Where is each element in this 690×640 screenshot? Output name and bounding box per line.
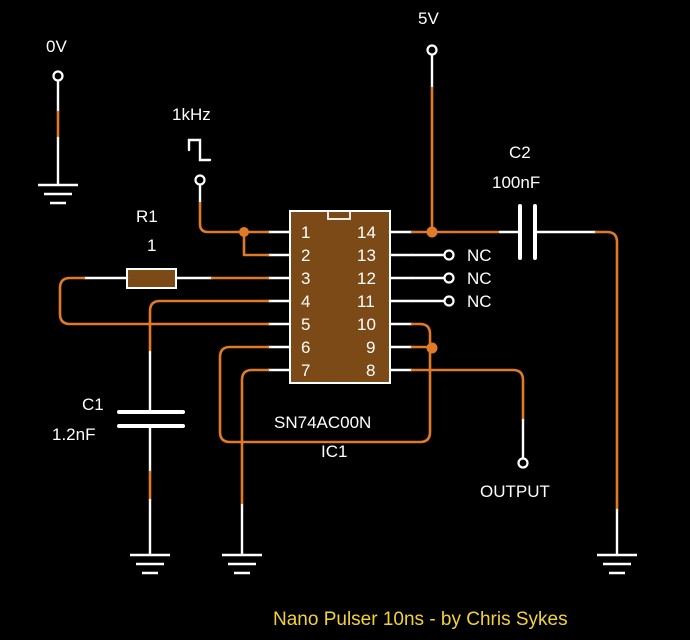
ground-symbol [38,183,78,205]
ground-symbol [130,553,170,575]
nc-terminal [443,272,455,284]
ic-pin-stubs [266,230,414,372]
resistor-r1: R1 1 [58,207,270,326]
clock-frequency-label: 1kHz [172,105,211,124]
ic-pin-number: 4 [301,292,310,311]
ic-pin-number: 14 [357,223,376,242]
c1-value-label: 1.2nF [52,425,95,444]
resistor-body [126,268,177,289]
nc-label: NC [467,292,492,311]
capacitor-c1: C1 1.2nF [52,395,185,575]
wire-pin4-c1 [148,299,270,354]
resistor-value-label: 1 [147,236,156,255]
c2-ref-label: C2 [509,143,531,162]
ic-pin-number: 10 [357,315,376,334]
wire-pin8-output [410,368,525,422]
c2-plates [518,204,537,260]
ic-pin-number: 12 [357,269,376,288]
junction-dot [426,342,438,354]
ic-pin-number: 7 [301,361,310,380]
ic-pin-number: 6 [301,338,310,357]
resistor-ref-label: R1 [136,207,158,226]
nc-label: NC [467,246,492,265]
ic-pin-number: 9 [366,338,375,357]
wire-pin6-pin10 [218,322,432,444]
ic-left-pin-numbers: 1 2 3 4 5 6 7 [301,223,310,380]
output-label: OUTPUT [480,482,550,501]
c1-ref-label: C1 [82,395,104,414]
junction-dot [426,226,438,238]
ic-pin-number: 1 [301,223,310,242]
ic-part-label: SN74AC00N [274,413,371,432]
ic-pin-number: 8 [366,361,375,380]
clock-input-terminal [194,174,206,186]
nc-terminal [443,295,455,307]
capacitor-c2: C2 100nF [492,143,637,575]
output-terminal [517,457,529,469]
ic-pin-number: 5 [301,315,310,334]
five-volt-label: 5V [418,9,439,28]
five-volt-rail: 5V [418,9,439,234]
ground-symbol [222,553,262,575]
clock-input: 1kHz [172,105,270,234]
ic-right-pin-numbers: 14 13 12 11 10 9 8 [357,223,376,380]
five-volt-terminal [426,44,438,56]
nc-terminal [443,249,455,261]
ic-notch [327,210,351,220]
ic-pin-number: 2 [301,246,310,265]
ic-pin-number: 11 [357,292,375,311]
wire-pin7-ground [240,368,270,507]
no-connect-pins: NC NC NC [410,246,492,311]
zero-volt-terminal [52,70,64,82]
ic-pin-number: 3 [301,269,310,288]
zero-volt-label: 0V [46,37,67,56]
c2-value-label: 100nF [492,173,540,192]
c1-plates [117,410,185,428]
ground-symbol [597,553,637,575]
nc-label: NC [467,269,492,288]
ic-pin-number: 13 [357,246,376,265]
page-title: Nano Pulser 10ns - by Chris Sykes [273,609,568,630]
zero-volt-rail: 0V [38,37,78,205]
square-wave-icon [187,138,212,162]
ic-body [289,210,391,384]
ic-ref-label: IC1 [321,442,347,461]
